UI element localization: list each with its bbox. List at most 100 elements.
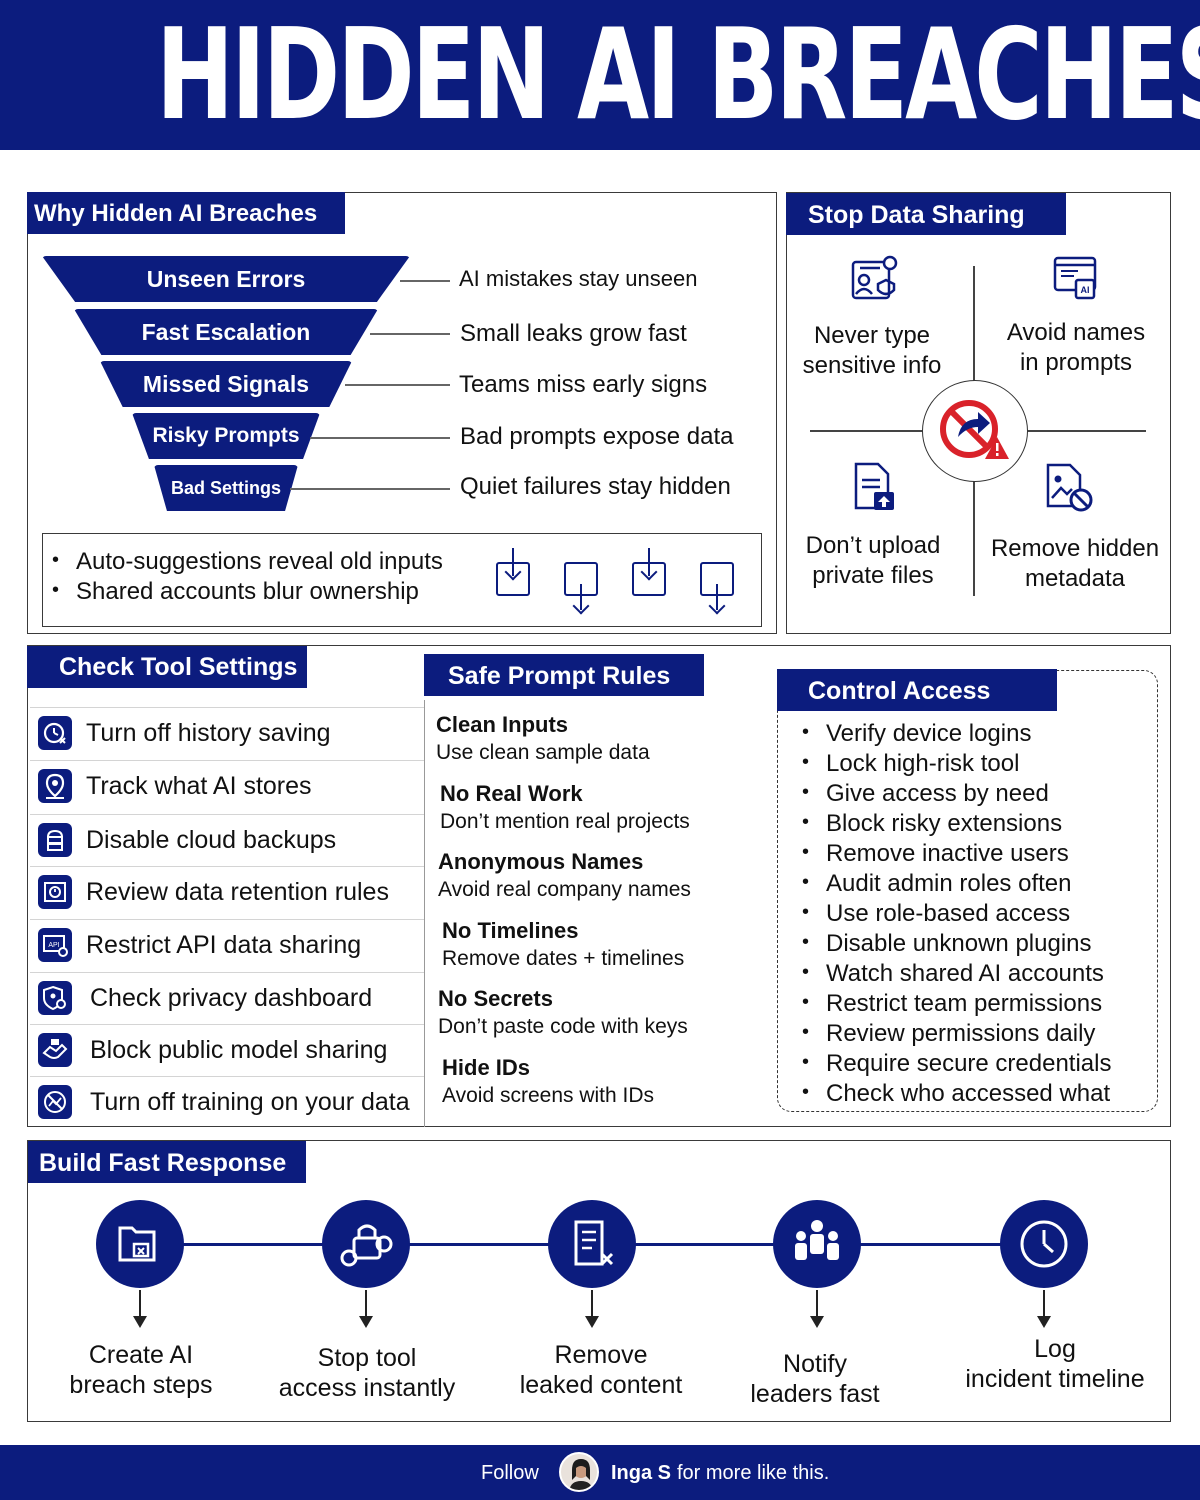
step-arrow-icon — [359, 1316, 373, 1328]
setting-row[interactable]: Turn off history saving — [30, 707, 424, 759]
rule-desc: Remove dates + timelines — [442, 947, 685, 970]
access-item: Give access by need — [802, 780, 1049, 808]
funnel-leader-1 — [400, 280, 450, 282]
access-item: Use role-based access — [802, 900, 1070, 928]
funnel-cause-4: Bad prompts expose data — [460, 423, 734, 450]
access-item: Block risky extensions — [802, 810, 1062, 838]
step-arrow-icon — [591, 1290, 593, 1318]
setting-label: Turn off history saving — [86, 719, 331, 747]
step-arrow-icon — [585, 1316, 599, 1328]
step-arrow-icon — [810, 1316, 824, 1328]
step-arrow-icon — [1043, 1290, 1045, 1318]
no-sharing-badge — [922, 380, 1028, 482]
setting-row[interactable]: API Restrict API data sharing — [30, 919, 424, 971]
author-name[interactable]: Inga S — [611, 1462, 672, 1484]
funnel-level-5: Bad Settings — [154, 465, 298, 511]
history-icon — [38, 716, 72, 750]
funnel-leader-5 — [290, 488, 450, 490]
down-arrow-icon — [632, 548, 666, 596]
rule-desc: Use clean sample data — [436, 741, 650, 764]
setting-row[interactable]: Turn off training on your data — [30, 1076, 424, 1126]
id-card-lock-icon — [851, 255, 898, 300]
access-item: Review permissions daily — [802, 1020, 1095, 1048]
access-item: Lock high-risk tool — [802, 750, 1019, 778]
setting-label: Review data retention rules — [86, 878, 389, 906]
down-arrow-icon — [564, 562, 598, 615]
rule-title: No Timelines — [442, 918, 579, 943]
step-arrow-icon — [1037, 1316, 1051, 1328]
funnel-cause-1: AI mistakes stay unseen — [459, 266, 698, 291]
setting-label: Restrict API data sharing — [86, 931, 362, 959]
rule-desc: Avoid screens with IDs — [442, 1084, 655, 1107]
setting-label: Turn off training on your data — [90, 1088, 410, 1116]
document-remove-icon — [574, 1220, 614, 1266]
funnel-leader-4 — [310, 437, 450, 439]
svg-text:API: API — [48, 942, 59, 949]
footer-follow: Follow — [481, 1462, 539, 1484]
ai-chip-window-icon: AI — [1053, 256, 1097, 300]
retention-calendar-icon — [38, 875, 72, 909]
setting-row[interactable]: Check privacy dashboard — [30, 972, 424, 1024]
access-lock-gear-icon — [340, 1224, 393, 1267]
setting-row[interactable]: Disable cloud backups — [30, 814, 424, 866]
author-avatar[interactable] — [559, 1452, 599, 1492]
access-item: Watch shared AI accounts — [802, 960, 1104, 988]
rules-tag: Safe Prompt Rules — [424, 654, 704, 696]
response-step-circle — [96, 1200, 184, 1288]
response-step-circle — [548, 1200, 636, 1288]
down-arrow-icon — [496, 548, 530, 596]
avatar-person-icon — [569, 1459, 593, 1490]
setting-label: Check privacy dashboard — [90, 984, 373, 1012]
setting-row[interactable]: Review data retention rules — [30, 866, 424, 918]
handshake-lock-icon — [38, 1033, 72, 1067]
why-bullet-1: Auto-suggestions reveal old inputs — [52, 548, 443, 576]
access-item: Audit admin roles often — [802, 870, 1072, 898]
funnel-level-2: Fast Escalation — [74, 309, 378, 355]
step-arrow-icon — [816, 1290, 818, 1318]
access-tag: Control Access — [777, 669, 1057, 711]
step-arrow-icon — [139, 1290, 141, 1318]
funnel-cause-2: Small leaks grow fast — [460, 320, 687, 347]
no-training-icon — [38, 1085, 72, 1119]
funnel-cause-5: Quiet failures stay hidden — [460, 473, 731, 500]
stop-tag: Stop Data Sharing — [786, 193, 1066, 235]
setting-label: Disable cloud backups — [86, 826, 337, 854]
access-item: Check who accessed what — [802, 1080, 1110, 1108]
why-bullet-2: Shared accounts blur ownership — [52, 578, 419, 606]
funnel-leader-3 — [345, 384, 450, 386]
response-step-circle — [322, 1200, 410, 1288]
step-arrow-icon — [133, 1316, 147, 1328]
setting-row[interactable]: Block public model sharing — [30, 1024, 424, 1076]
setting-label: Track what AI stores — [86, 772, 312, 800]
setting-label: Block public model sharing — [90, 1036, 388, 1064]
rule-desc: Avoid real company names — [438, 878, 691, 901]
team-leaders-icon — [795, 1220, 839, 1260]
rule-title: No Real Work — [440, 781, 583, 806]
rule-desc: Don’t mention real projects — [440, 810, 690, 833]
rule-title: No Secrets — [438, 986, 553, 1011]
down-arrow-icon — [700, 562, 734, 615]
page-title: HIDDEN AI BREACHES — [156, 1, 1200, 148]
funnel-level-4: Risky Prompts — [132, 413, 320, 459]
rule-title: Hide IDs — [442, 1055, 531, 1080]
response-step-circle — [773, 1200, 861, 1288]
image-blocked-icon — [1046, 463, 1093, 512]
api-gear-icon: API — [38, 928, 72, 962]
settings-tag: Check Tool Settings — [27, 646, 307, 688]
step-arrow-icon — [365, 1290, 367, 1318]
cloud-server-icon — [38, 823, 72, 857]
setting-row[interactable]: Track what AI stores — [30, 760, 424, 812]
access-item: Require secure credentials — [802, 1050, 1112, 1078]
svg-text:AI: AI — [1081, 285, 1090, 295]
why-tag: Why Hidden AI Breaches — [27, 192, 345, 234]
footer-bar: Follow Inga S for more like this. — [0, 1445, 1200, 1500]
no-share-icon — [940, 400, 1009, 459]
middle-divider — [424, 700, 425, 1127]
